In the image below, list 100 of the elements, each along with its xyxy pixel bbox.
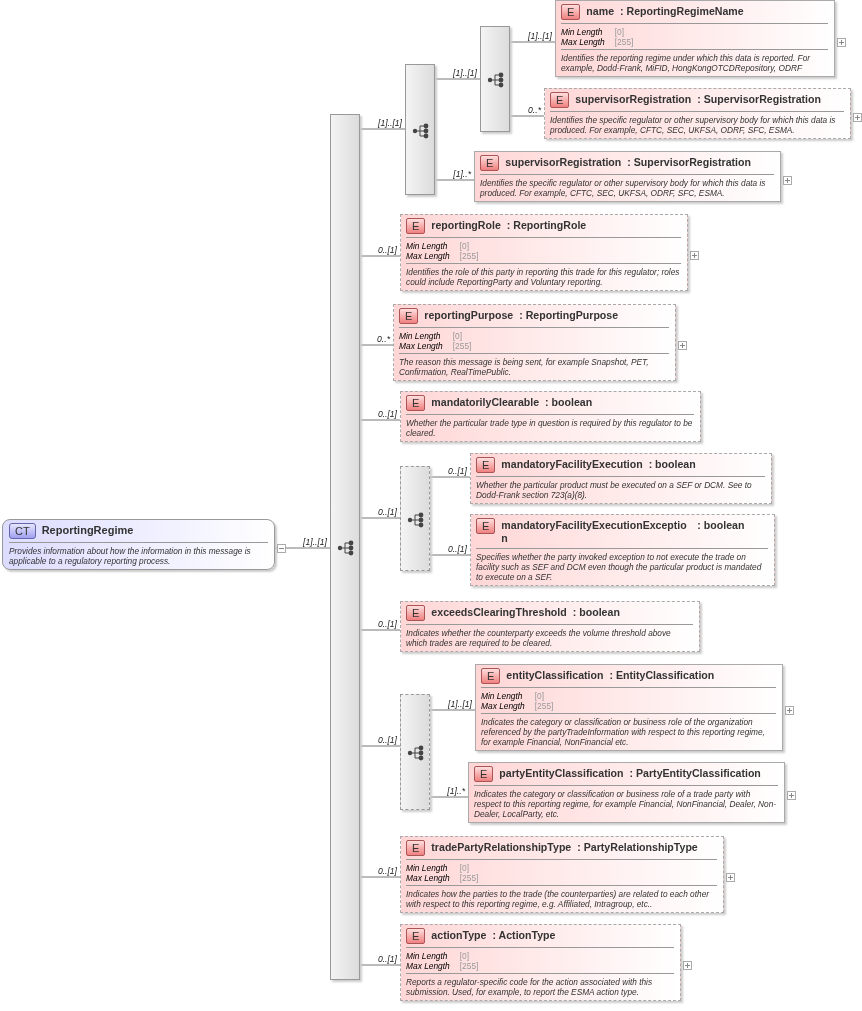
cardinality-label: 0..[1] xyxy=(376,954,398,964)
type-name: : boolean xyxy=(697,519,745,532)
cardinality-label: [1]..* xyxy=(446,786,466,796)
type-name: : boolean xyxy=(572,606,620,619)
connector-line xyxy=(359,128,406,130)
sequence-box xyxy=(480,26,510,132)
element-name: mandatorilyClearable xyxy=(431,396,540,409)
type-name: : ReportingRegimeName xyxy=(620,5,744,18)
element-box xyxy=(468,762,785,823)
element-badge: E xyxy=(406,840,426,856)
type-name: : ReportingRole xyxy=(506,219,587,232)
facet-label: Max Length xyxy=(399,341,443,351)
description-text: Whether the particular product must be executed on a SEF or DCM. See to Dodd-Frank section 723(a)(8). xyxy=(476,480,753,500)
type-name: : boolean xyxy=(648,458,696,471)
connector-line xyxy=(509,115,545,117)
type-name: : EntityClassification xyxy=(609,669,715,682)
element-badge: E xyxy=(474,766,494,782)
element-badge: E xyxy=(399,308,419,324)
element-box xyxy=(393,304,676,381)
element-box xyxy=(400,836,724,913)
element-name: entityClassification xyxy=(506,669,604,682)
element-name: reportingRole xyxy=(431,219,501,232)
description-text: Provides information about how the information in this message is applicable to a regulatory reporting process. xyxy=(9,546,252,566)
element-name: mandatoryFacilityExecutionException xyxy=(501,519,688,545)
sequence-box xyxy=(330,114,360,980)
cardinality-label: 0..[1] xyxy=(376,735,398,745)
connector-line xyxy=(429,476,471,478)
facet-value: [0] xyxy=(452,331,464,341)
element-badge: E xyxy=(550,92,570,108)
element-box xyxy=(400,391,701,442)
cardinality-label: [1]..[1] xyxy=(527,31,553,41)
cardinality-label: 0..[1] xyxy=(376,619,398,629)
sequence-box xyxy=(400,466,430,571)
element-badge: E xyxy=(476,518,496,534)
element-box xyxy=(544,88,851,139)
element-name: supervisorRegistration xyxy=(505,156,622,169)
type-name: : PartyEntityClassification xyxy=(629,767,761,780)
element-badge: E xyxy=(406,928,426,944)
type-name: : boolean xyxy=(545,396,593,409)
element-badge: E xyxy=(561,4,581,20)
facet-label: Min Length xyxy=(406,241,449,251)
cardinality-label: 0..[1] xyxy=(376,245,398,255)
facet-label: Max Length xyxy=(561,37,605,47)
complex-type-badge: CT xyxy=(9,523,36,539)
element-name: exceedsClearingThreshold xyxy=(431,606,567,619)
facet-label: Min Length xyxy=(561,27,604,37)
cardinality-label: [1]..[1] xyxy=(447,699,473,709)
element-name: name xyxy=(586,5,615,18)
connector-line xyxy=(429,554,471,556)
facet-value: [255] xyxy=(459,961,479,971)
description-text: Identifies the specific regulator or other supervisory body for which this data is produced. For example, CFTC, SEC, UKFSA, ODRF, SFC, ESMA. xyxy=(480,178,767,198)
element-badge: E xyxy=(481,668,501,684)
description-text: Identifies the role of this party in reporting this trade for this regulator; roles could include ReportingParty and Voluntary reporting. xyxy=(406,267,681,287)
facet-label: Max Length xyxy=(406,961,450,971)
facet-label: Max Length xyxy=(481,701,525,711)
description-text: Specifies whether the party invoked exception to not execute the trade on facility such as SEF and DCM even though the particular product is mandated to execute on a SEF. xyxy=(476,552,763,582)
type-name: : SupervisorRegistration xyxy=(697,93,821,106)
facet-label: Max Length xyxy=(406,251,450,261)
element-name: partyEntityClassification xyxy=(499,767,624,780)
cardinality-label: 0..[1] xyxy=(446,466,468,476)
element-box xyxy=(474,151,781,202)
description-text: Indicates the category or classification or business role of the organization referenced by the partyTradeInformation with respect to this reporting regime, for example Financial, NonFinancial etc. xyxy=(481,717,766,747)
element-badge: E xyxy=(406,605,426,621)
type-name: : PartyRelationshipType xyxy=(577,841,698,854)
element-badge: E xyxy=(480,155,500,171)
facet-value: [0] xyxy=(459,241,471,251)
element-badge: E xyxy=(406,395,426,411)
element-box xyxy=(400,924,681,1001)
connector-line xyxy=(359,745,401,747)
cardinality-label: [1]..* xyxy=(452,169,472,179)
facet-value: [255] xyxy=(459,873,479,883)
element-box xyxy=(400,214,688,291)
element-name: reportingPurpose xyxy=(424,309,514,322)
complex-type-box xyxy=(2,519,275,570)
element-box xyxy=(555,0,835,77)
element-box xyxy=(470,453,772,504)
facet-label: Min Length xyxy=(406,951,449,961)
cardinality-label: 0..* xyxy=(527,105,542,115)
description-text: Identifies the specific regulator or other supervisory body for which this data is produced. For example, CFTC, SEC, UKFSA, ODRF, SFC, ESMA. xyxy=(550,115,837,135)
facet-value: [0] xyxy=(459,863,471,873)
sequence-box xyxy=(400,694,430,810)
cardinality-label: 0..[1] xyxy=(376,866,398,876)
cardinality-label: [1]..[1] xyxy=(302,537,328,547)
description-text: Indicates the category or classification or business role of a trade party with respect to this reporting regime, for example Financial, NonFinancial, Dealer, Non-Dealer, LocalParty, etc. xyxy=(474,789,778,819)
facet-label: Max Length xyxy=(406,873,450,883)
cardinality-label: 0..[1] xyxy=(376,409,398,419)
connector-line xyxy=(274,547,331,549)
cardinality-label: [1]..[1] xyxy=(452,68,478,78)
element-name: supervisorRegistration xyxy=(575,93,692,106)
description-text: Identifies the reporting regime under which this data is reported. For example, Dodd-Frank, MiFID, HongKongOTCDRepository, ODRF xyxy=(561,53,812,73)
description-text: Whether the particular trade type in question is required by this regulator to be cleared. xyxy=(406,418,694,438)
type-name: : ActionType xyxy=(492,929,556,942)
facet-value: [255] xyxy=(459,251,479,261)
description-text: Reports a regulator-specific code for the action associated with this submission. Used, for example, to report the ESMA action type. xyxy=(406,977,654,997)
connector-line xyxy=(359,419,401,421)
connector-line xyxy=(509,41,556,43)
facet-label: Min Length xyxy=(481,691,524,701)
sequence-box xyxy=(405,64,435,195)
type-name: : SupervisorRegistration xyxy=(627,156,751,169)
element-name: actionType xyxy=(431,929,487,942)
